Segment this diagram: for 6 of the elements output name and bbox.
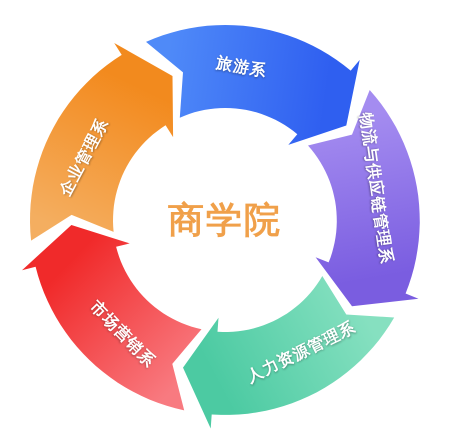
department-label: 市场营销系	[86, 296, 160, 372]
department-label: 物流与供应链管理系	[355, 110, 396, 266]
department-label: 人力资源管理系	[244, 317, 360, 388]
department-label: 旅游系	[214, 52, 268, 82]
center-title: 商学院	[168, 196, 282, 244]
department-label: 企业管理系	[56, 115, 114, 200]
